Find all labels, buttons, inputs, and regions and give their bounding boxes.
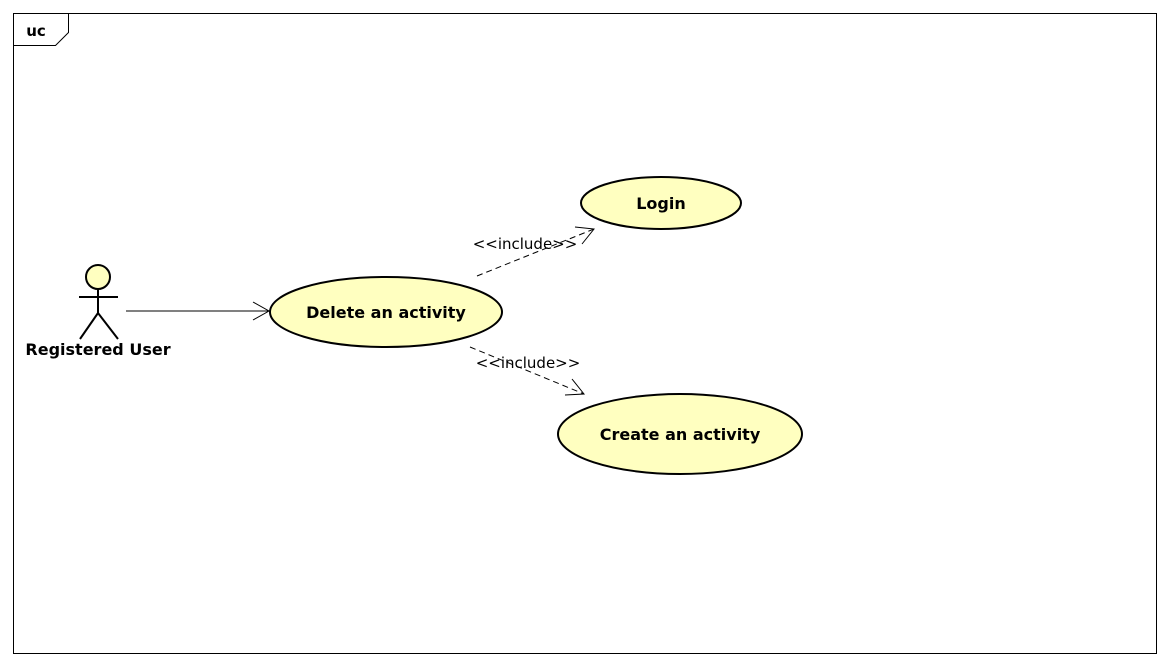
frame-tag-box [13, 13, 69, 46]
association-arrowhead [252, 301, 271, 321]
actor-registered-user[interactable]: Registered User [25, 264, 171, 359]
use-case-create-label: Create an activity [600, 425, 761, 444]
actor-left-leg [79, 312, 99, 340]
actor-right-leg [97, 312, 119, 340]
use-case-login[interactable]: Login [580, 176, 742, 230]
use-case-delete-activity[interactable]: Delete an activity [269, 276, 503, 348]
use-case-delete-label: Delete an activity [306, 303, 466, 322]
use-case-create-ellipse [557, 393, 803, 475]
use-case-login-ellipse [580, 176, 742, 230]
include-login-arrowhead [574, 226, 595, 245]
actor-label: Registered User [25, 340, 170, 359]
include-create-line [469, 346, 585, 395]
diagram-frame [13, 13, 1157, 654]
include-create-arrowhead [564, 378, 585, 396]
include-relation-create[interactable]: <<include>> [469, 346, 585, 396]
use-case-login-label: Login [636, 194, 686, 213]
include-relation-login[interactable]: <<include>> [473, 226, 595, 277]
association-actor-delete[interactable] [126, 301, 271, 321]
frame-tag-label: uc [26, 22, 46, 40]
include-login-line [476, 228, 595, 277]
use-case-delete-ellipse [269, 276, 503, 348]
actor-head [85, 264, 111, 290]
include-login-label: <<include>> [473, 235, 578, 253]
include-create-label: <<include>> [476, 354, 581, 372]
use-case-create-activity[interactable]: Create an activity [557, 393, 803, 475]
